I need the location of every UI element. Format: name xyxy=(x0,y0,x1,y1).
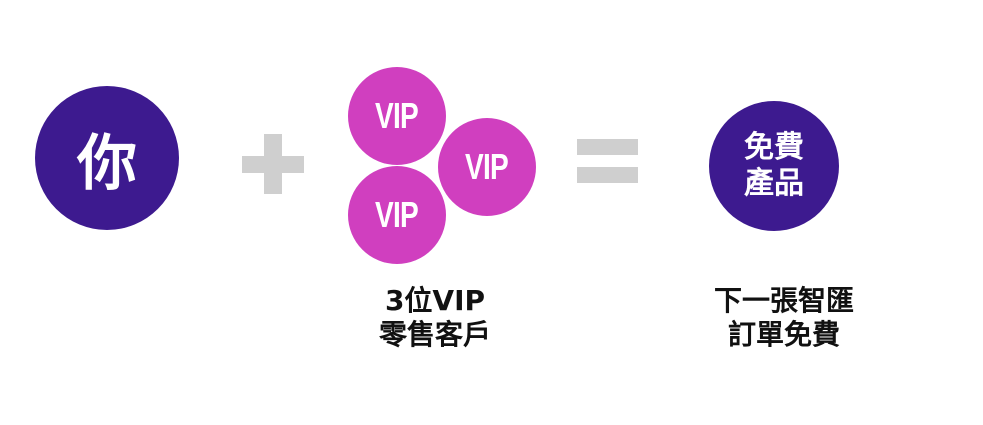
you-circle: 你 xyxy=(35,86,179,230)
free-product-circle: 免費 產品 xyxy=(709,101,839,231)
equals-bar-top xyxy=(577,139,638,155)
vip-circle-3: VIP xyxy=(348,166,446,264)
vip-label-2: VIP xyxy=(465,146,510,187)
plus-bar-vertical xyxy=(264,134,282,194)
vip-label-1: VIP xyxy=(375,95,420,136)
vip-caption: 3位VIP 零售客戶 xyxy=(336,284,534,352)
vip-label-3: VIP xyxy=(375,194,420,235)
vip-circle-2: VIP xyxy=(438,118,536,216)
free-product-line-1: 免費 xyxy=(744,130,804,165)
vip-caption-line-2: 零售客戶 xyxy=(378,318,491,351)
vip-circle-1: VIP xyxy=(348,67,446,165)
free-caption: 下一張智匯 訂單免費 xyxy=(684,284,884,352)
free-product-line-2: 產品 xyxy=(744,166,804,201)
free-caption-line-2: 訂單免費 xyxy=(727,318,840,351)
equals-bar-bottom xyxy=(577,167,638,183)
vip-caption-line-1: 3位VIP xyxy=(384,284,486,317)
free-caption-line-1: 下一張智匯 xyxy=(713,284,854,317)
you-label: 你 xyxy=(77,128,137,199)
